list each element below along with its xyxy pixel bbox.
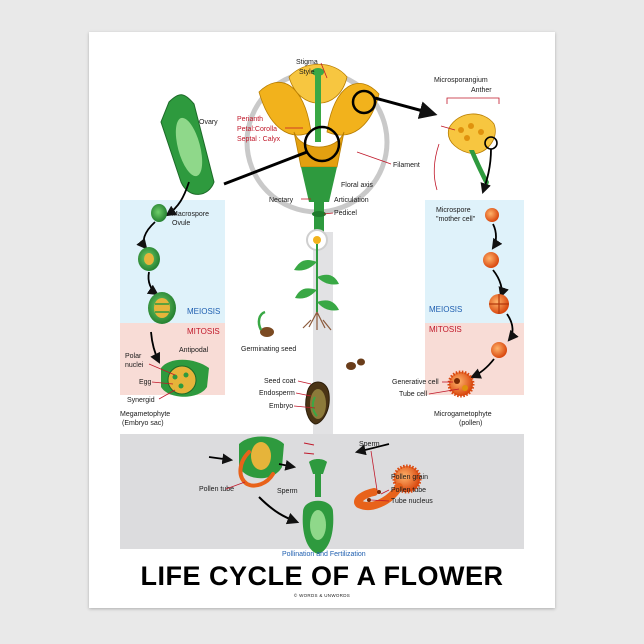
ovary-illustration [160, 94, 215, 195]
label-synergid: Synergid [127, 397, 155, 404]
anther-illustration [447, 113, 496, 188]
label-mother-cell: "mother cell" [436, 216, 476, 223]
label-embryo-sac: (Embryo sac) [122, 420, 164, 427]
label-sperm-top: Sperm [359, 441, 380, 448]
label-germinating-seed: Germinating seed [241, 346, 296, 353]
flower-illustration [258, 64, 380, 232]
zoom-circle-anther [351, 89, 377, 115]
microgametophyte-pollen [447, 370, 475, 398]
label-microsporangium: Microsporangium [434, 77, 488, 84]
label-petal-corolla: Petal:Corolla [237, 126, 277, 133]
label-ovule: Ovule [172, 220, 190, 227]
seedling-plant-illustration [294, 229, 339, 331]
label-microgametophyte: Microgametophyte [434, 411, 492, 418]
label-polar-nuclei-1: Polar [125, 353, 142, 360]
label-style: Style [299, 69, 315, 76]
pistil-illustration [302, 459, 334, 554]
label-pollen-tube-left: Pollen tube [199, 486, 234, 493]
label-sperm-bottom: Sperm [277, 488, 298, 495]
label-filament: Filament [393, 162, 420, 169]
label-articulation: Articulation [334, 197, 369, 204]
megametophyte-illustration [161, 359, 209, 397]
label-pollen: (pollen) [459, 420, 482, 427]
label-meiosis-right: MEIOSIS [429, 305, 462, 314]
label-antipodal: Antipodal [179, 347, 209, 354]
label-generative-cell: Generative cell [392, 379, 439, 386]
label-endosperm: Endosperm [259, 390, 295, 397]
label-pedicel: Pedicel [334, 210, 357, 217]
label-stigma: Stigma [296, 59, 318, 66]
poster: Stigma Style Microsporangium Anther Ovar… [89, 32, 555, 608]
loose-seeds-illustration [346, 358, 365, 370]
label-pollen-tube-right: Pollen tube [391, 487, 426, 494]
label-embryo: Embryo [269, 403, 293, 410]
label-microspore: Microspore [436, 207, 471, 214]
label-egg: Egg [139, 379, 152, 386]
flower-life-cycle-diagram: Stigma Style Microsporangium Anther Ovar… [120, 59, 524, 598]
poster-credit: © WORDS & UNWORDS [294, 592, 350, 598]
pollen-grain-germinating-illustration [354, 464, 422, 510]
label-polar-nuclei-2: nuclei [125, 362, 144, 369]
label-perianth: Perianth [237, 116, 263, 123]
microspore-stage-2 [483, 252, 499, 268]
label-meiosis-left: MEIOSIS [187, 307, 220, 316]
ovule-stage-1 [151, 204, 167, 222]
microspore-stage-4 [491, 342, 507, 358]
label-nectary: Nectary [269, 197, 294, 204]
zoom-circle-ovary [303, 125, 341, 163]
label-tube-nucleus: Tube nucleus [391, 498, 433, 505]
seed-cross-section-illustration [305, 381, 330, 425]
microspore-mother-cell [485, 208, 499, 222]
mitosis-panel-right [425, 323, 524, 395]
label-ovary: Ovary [199, 119, 218, 126]
germinating-seed-illustration [257, 310, 274, 337]
fertilization-ovule-illustration [238, 436, 284, 488]
label-mitosis-left: MITOSIS [187, 327, 220, 336]
label-pollination-fertilization: Pollination and Fertilization [282, 551, 366, 558]
label-pollen-grain: Pollen grain [391, 474, 428, 481]
label-macrospore: Macrospore [172, 211, 209, 218]
label-mitosis-right: MITOSIS [429, 325, 462, 334]
label-floral-axis: Floral axis [341, 182, 373, 189]
label-anther: Anther [471, 87, 492, 94]
label-tube-cell: Tube cell [399, 391, 428, 398]
label-septal-calyx: Septal : Calyx [237, 136, 281, 143]
label-megametophyte: Megametophyte [120, 411, 170, 418]
label-seed-coat: Seed coat [264, 378, 296, 385]
poster-title: LIFE CYCLE OF A FLOWER [141, 561, 504, 591]
